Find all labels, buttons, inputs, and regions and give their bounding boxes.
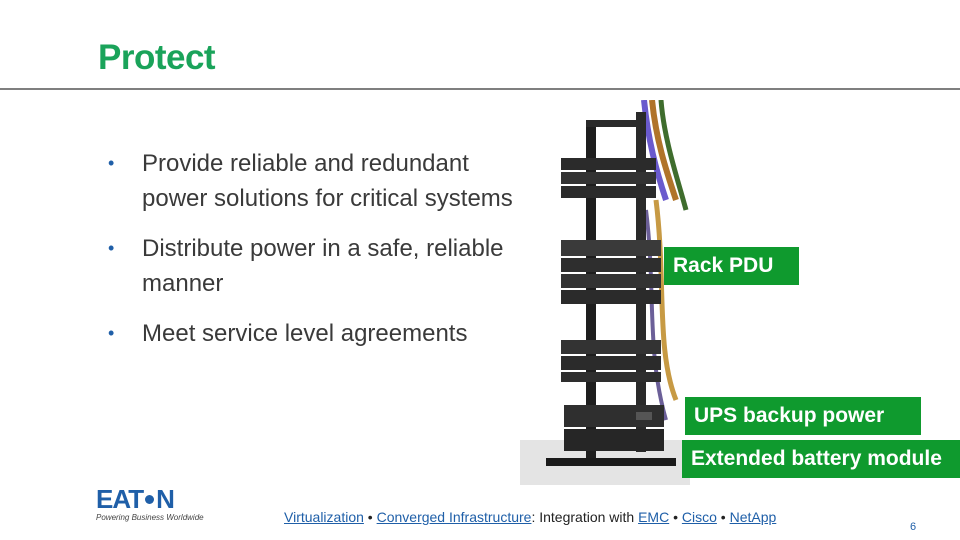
- rack-unit: [561, 258, 661, 272]
- rack-unit: [561, 356, 661, 370]
- bullet-list: • Provide reliable and redundant power s…: [104, 146, 524, 366]
- page-number: 6: [910, 521, 917, 533]
- cable-bundle-tan: [653, 199, 679, 401]
- cable-bundle-violet: [644, 209, 668, 421]
- footer-integration-text: : Integration with: [531, 509, 639, 525]
- rack-unit: [561, 372, 661, 382]
- rack-unit: [561, 186, 656, 198]
- rack-illustration: [520, 100, 690, 485]
- logo-dot-icon: [145, 495, 155, 504]
- rack-unit: [561, 290, 661, 304]
- callout-extended-battery: Extended battery module: [682, 440, 960, 478]
- bullet-text: Distribute power in a safe, reliable man…: [142, 235, 504, 297]
- footer-separator: •: [363, 509, 377, 525]
- slide-title: Protect: [98, 38, 216, 77]
- ups-unit: [564, 405, 664, 427]
- rack-unit: [561, 340, 661, 354]
- ups-display: [636, 412, 652, 420]
- cable-bundle-green: [658, 100, 689, 211]
- bullet-item: • Distribute power in a safe, reliable m…: [104, 231, 524, 301]
- link-netapp[interactable]: NetApp: [729, 509, 777, 525]
- logo-tagline: Powering Business Worldwide: [96, 513, 204, 522]
- title-divider: [0, 88, 960, 90]
- rack-unit: [561, 240, 661, 256]
- bullet-text: Meet service level agreements: [142, 320, 468, 347]
- footer-separator: •: [669, 509, 682, 525]
- bullet-item: • Provide reliable and redundant power s…: [104, 146, 524, 216]
- ebm-unit: [564, 429, 664, 451]
- footer-links: Virtualization • Converged Infrastructur…: [284, 509, 776, 525]
- rack-unit: [561, 158, 656, 170]
- cable-bundle-orange: [649, 100, 679, 201]
- link-emc[interactable]: EMC: [638, 509, 670, 525]
- bullet-text: Provide reliable and redundant power sol…: [142, 150, 513, 212]
- callout-ups-backup: UPS backup power: [685, 397, 921, 435]
- bullet-dot-icon: •: [108, 153, 115, 173]
- footer-separator: •: [716, 509, 730, 525]
- link-virtualization[interactable]: Virtualization: [284, 509, 364, 525]
- bullet-dot-icon: •: [108, 238, 115, 258]
- bullet-item: • Meet service level agreements: [104, 316, 524, 351]
- rack-base: [546, 458, 676, 466]
- bullet-dot-icon: •: [108, 323, 115, 343]
- callout-rack-pdu: Rack PDU: [664, 247, 799, 285]
- link-converged-infrastructure[interactable]: Converged Infrastructure: [376, 509, 532, 525]
- rack-unit: [561, 172, 656, 184]
- rack-unit: [561, 274, 661, 288]
- link-cisco[interactable]: Cisco: [681, 509, 717, 525]
- rack-top-bar: [586, 120, 646, 127]
